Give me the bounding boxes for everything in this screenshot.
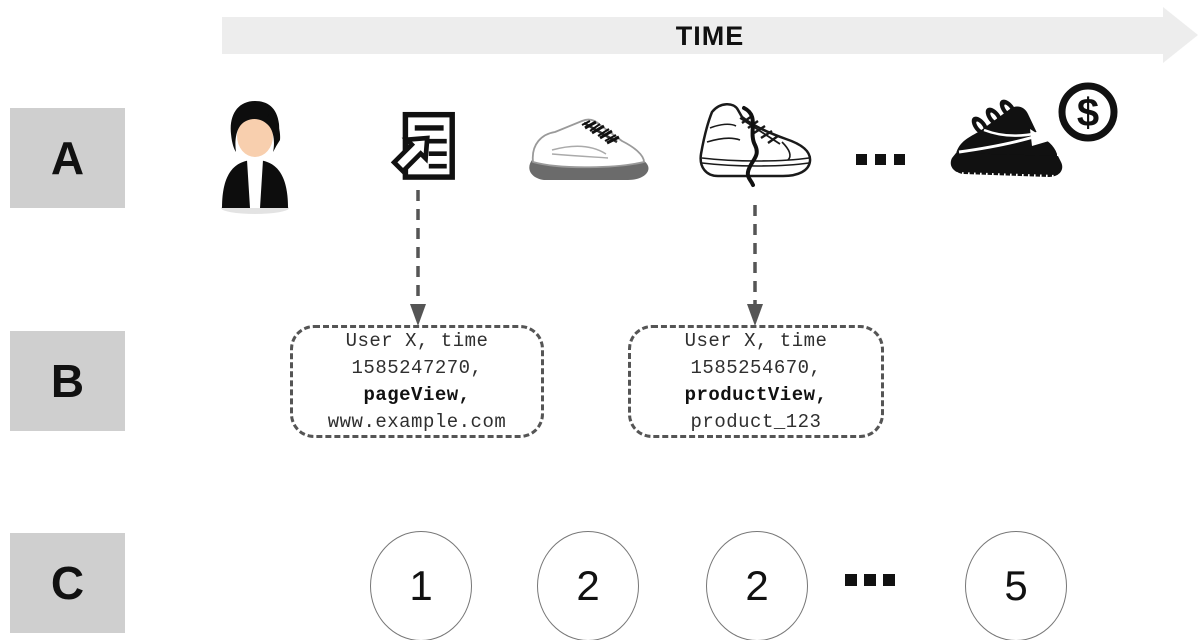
drop-arrow-pageview — [410, 190, 426, 326]
dollar-icon: $ — [1058, 82, 1118, 142]
count-circle: 2 — [537, 531, 639, 640]
ellipsis-row-c — [845, 574, 895, 586]
count-value: 1 — [409, 562, 433, 609]
count-circle: 1 — [370, 531, 472, 640]
row-label-c: C — [10, 533, 125, 633]
event-user-line: User X, time — [345, 329, 489, 352]
event-box-productview: User X, time 1585254670, productView, pr… — [628, 325, 884, 438]
user-avatar-icon — [221, 101, 289, 214]
count-value: 2 — [745, 562, 769, 609]
ellipsis-dot — [856, 154, 867, 165]
sneaker-purchase-icon — [950, 99, 1063, 179]
time-arrow — [222, 17, 1163, 54]
row-label-b: B — [10, 331, 125, 431]
row-label-a: A — [10, 108, 125, 208]
event-target: product_123 — [690, 410, 822, 433]
ellipsis-row-a — [856, 154, 905, 165]
event-type: pageView, — [363, 383, 471, 406]
count-value: 5 — [1004, 562, 1028, 609]
page-click-icon — [390, 111, 455, 180]
ellipsis-dot — [845, 574, 857, 586]
time-label: TIME — [675, 21, 745, 51]
time-arrow-head — [1163, 7, 1198, 63]
ellipsis-dot — [894, 154, 905, 165]
drop-arrow-productview — [747, 205, 763, 326]
event-target: www.example.com — [327, 410, 507, 433]
event-user-line: User X, time — [684, 329, 828, 352]
count-value: 2 — [576, 562, 600, 609]
sneaker-hightop-icon — [699, 103, 812, 187]
event-timestamp: 1585254670, — [690, 356, 822, 379]
event-type: productView, — [684, 383, 828, 406]
count-circle: 5 — [965, 531, 1067, 640]
ellipsis-dot — [883, 574, 895, 586]
dollar-glyph: $ — [1077, 91, 1099, 135]
sneaker-lowtop-icon — [529, 118, 649, 180]
count-circle: 2 — [706, 531, 808, 640]
ellipsis-dot — [864, 574, 876, 586]
event-timestamp: 1585247270, — [351, 356, 483, 379]
event-box-pageview: User X, time 1585247270, pageView, www.e… — [290, 325, 544, 438]
ellipsis-dot — [875, 154, 886, 165]
